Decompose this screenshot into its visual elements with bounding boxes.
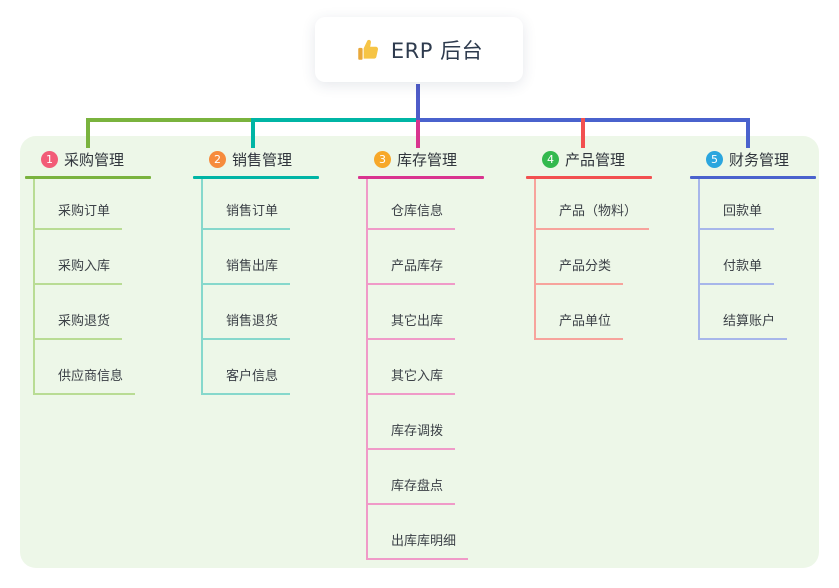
drop-line-finance	[746, 118, 750, 148]
mindmap-child-node[interactable]: 产品库存	[366, 257, 456, 285]
branch-underline	[193, 176, 319, 179]
branch-inventory: 3 库存管理 仓库信息 产品库存 其它出库 其它入库 库存调拨 库存盘点 出库库…	[358, 146, 484, 560]
mindmap-child-node[interactable]: 客户信息	[201, 367, 291, 395]
branch-node-purchase[interactable]: 1 采购管理	[25, 146, 151, 172]
branch-finance: 5 财务管理 回款单 付款单 结算账户	[690, 146, 816, 340]
mindmap-child-node[interactable]: 仓库信息	[366, 202, 456, 230]
mindmap-child-node[interactable]: 产品（物料）	[534, 202, 650, 230]
branches-background-panel	[20, 136, 819, 568]
mindmap-child-node[interactable]: 采购入库	[33, 257, 123, 285]
thumbs-up-icon	[355, 37, 381, 63]
drop-line-product	[581, 118, 585, 148]
root-node-label: ERP 后台	[390, 38, 484, 63]
mindmap-child-node[interactable]: 出库库明细	[366, 532, 469, 560]
mindmap-child-node[interactable]: 其它入库	[366, 367, 456, 395]
branch-number-badge: 5	[706, 150, 723, 168]
branch-trunk-line	[33, 179, 35, 395]
branch-label: 库存管理	[397, 150, 458, 169]
branch-trunk-line	[366, 179, 368, 560]
root-stem-line	[416, 84, 420, 120]
mindmap-child-node[interactable]: 结算账户	[698, 312, 788, 340]
branch-number-badge: 2	[209, 150, 226, 168]
drop-line-inventory	[416, 120, 420, 148]
branch-label: 采购管理	[64, 150, 125, 169]
branch-underline	[526, 176, 652, 179]
mindmap-child-node[interactable]: 供应商信息	[33, 367, 136, 395]
connector-bus-teal	[253, 118, 418, 122]
branch-underline	[25, 176, 151, 179]
drop-line-purchase	[86, 118, 90, 148]
mindmap-child-node[interactable]: 库存调拨	[366, 422, 456, 450]
branch-trunk-line	[201, 179, 203, 395]
branch-number-badge: 4	[542, 150, 559, 168]
branch-node-sales[interactable]: 2 销售管理	[193, 146, 319, 172]
mindmap-child-node[interactable]: 产品分类	[534, 257, 624, 285]
mindmap-child-node[interactable]: 付款单	[698, 257, 775, 285]
branch-node-inventory[interactable]: 3 库存管理	[358, 146, 484, 172]
mindmap-child-node[interactable]: 采购退货	[33, 312, 123, 340]
branch-number-badge: 3	[374, 150, 391, 168]
mindmap-child-node[interactable]: 销售订单	[201, 202, 291, 230]
connector-bus-green	[86, 118, 255, 122]
branch-underline	[690, 176, 816, 179]
mindmap-child-node[interactable]: 回款单	[698, 202, 775, 230]
mindmap-child-node[interactable]: 其它出库	[366, 312, 456, 340]
branch-node-finance[interactable]: 5 财务管理	[690, 146, 816, 172]
branch-sales: 2 销售管理 销售订单 销售出库 销售退货 客户信息	[193, 146, 319, 395]
mindmap-child-node[interactable]: 产品单位	[534, 312, 624, 340]
branch-trunk-line	[698, 179, 700, 340]
branch-purchase: 1 采购管理 采购订单 采购入库 采购退货 供应商信息	[25, 146, 151, 395]
drop-line-sales	[251, 118, 255, 148]
mindmap-child-node[interactable]: 销售出库	[201, 257, 291, 285]
mindmap-child-node[interactable]: 库存盘点	[366, 477, 456, 505]
branch-product: 4 产品管理 产品（物料） 产品分类 产品单位	[526, 146, 652, 340]
branch-label: 财务管理	[729, 150, 790, 169]
branch-label: 销售管理	[232, 150, 293, 169]
mindmap-child-node[interactable]: 销售退货	[201, 312, 291, 340]
root-node-erp[interactable]: ERP 后台	[315, 17, 523, 82]
branch-trunk-line	[534, 179, 536, 340]
branch-node-product[interactable]: 4 产品管理	[526, 146, 652, 172]
branch-underline	[358, 176, 484, 179]
mindmap-child-node[interactable]: 采购订单	[33, 202, 123, 230]
branch-label: 产品管理	[565, 150, 626, 169]
branch-number-badge: 1	[41, 150, 58, 168]
